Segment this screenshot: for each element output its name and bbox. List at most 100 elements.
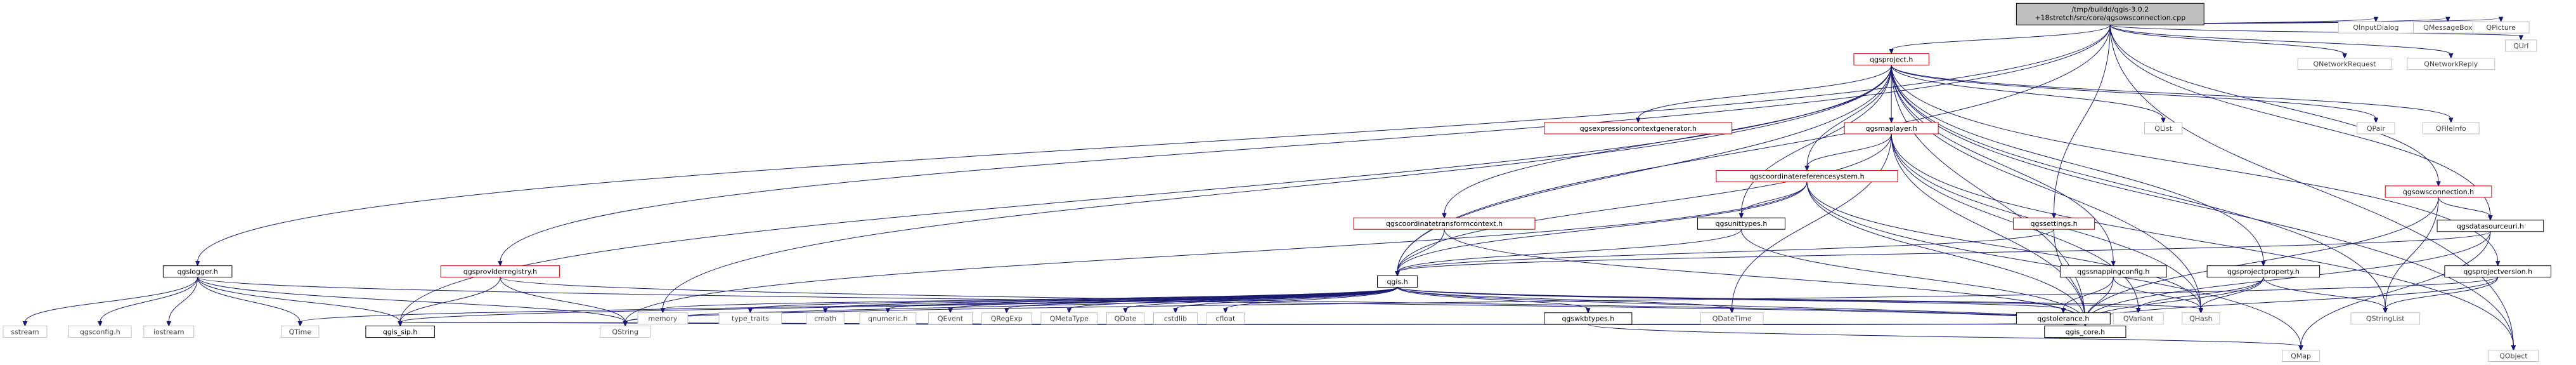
node-qgis-sip[interactable]: qgis_sip.h xyxy=(365,326,435,338)
node-QPair: QPair xyxy=(2357,122,2395,135)
node-qgsprojectversion[interactable]: qgsprojectversion.h xyxy=(2444,265,2552,278)
edge-qgsowsconnection-to-QStringList xyxy=(2385,197,2439,309)
node-label: QNetworkReply xyxy=(2424,60,2478,69)
node-label: qgsprojectversion.h xyxy=(2463,268,2532,276)
node-QMetaType: QMetaType xyxy=(1040,312,1098,325)
node-box xyxy=(162,265,233,278)
edge-qgsproject-to-QList xyxy=(1891,65,2164,119)
node-label: QUrl xyxy=(2513,42,2528,50)
edge-arrowhead xyxy=(623,321,628,327)
edge-root-to-QUrl xyxy=(2109,24,2521,37)
edge-arrowhead xyxy=(22,321,28,327)
edge-qgsproject-to-qgis xyxy=(1397,65,1892,272)
node-qgsproject[interactable]: qgsproject.h xyxy=(1853,53,1929,65)
edge-qgslogger-to-sstream xyxy=(24,277,198,322)
node-qgscoordinatetransformcontext[interactable]: qgscoordinatetransformcontext.h xyxy=(1353,217,1536,230)
node-box xyxy=(1697,217,1786,230)
node-box xyxy=(2044,326,2126,338)
edge-qgsproject-to-qgscoordinatetransformcontext xyxy=(1444,65,1892,215)
node-qgsexpressioncontextgenerator[interactable]: qgsexpressioncontextgenerator.h xyxy=(1544,122,1733,135)
node-box xyxy=(1153,312,1198,325)
node-box xyxy=(1544,312,1633,325)
root-file-label-2: +18stretch/src/core/qgsowsconnection.cpp xyxy=(2035,13,2185,22)
node-qgstolerance[interactable]: qgstolerance.h xyxy=(2016,312,2111,325)
node-box xyxy=(281,326,320,338)
edge-arrowhead xyxy=(1395,270,1400,277)
edge-arrowhead xyxy=(2342,53,2347,59)
node-qgslogger[interactable]: qgslogger.h xyxy=(162,265,233,278)
edge-qgsprojectversion-to-QStringList xyxy=(2385,277,2499,309)
edge-root-to-QNetworkReply xyxy=(2109,24,2452,55)
edge-arrowhead xyxy=(2449,117,2454,124)
edge-arrowhead xyxy=(2373,117,2379,124)
edge-root-to-QObject xyxy=(2109,25,2514,347)
edge-arrowhead xyxy=(2261,261,2266,267)
node-qgsproviderregistry[interactable]: qgsproviderregistry.h xyxy=(440,265,560,278)
node-label: QTime xyxy=(289,328,312,336)
node-QEvent: QEvent xyxy=(928,312,973,325)
node-iostream: iostream xyxy=(143,326,195,338)
node-label: QDateTime xyxy=(1712,315,1752,323)
edge-qgsprojectproperty-to-QHash xyxy=(2200,277,2264,309)
edge-qgscoordinatereferencesystem-to-QMap xyxy=(1806,182,2301,347)
edge-arrowhead xyxy=(1738,213,1744,219)
edge-arrowhead xyxy=(1889,48,1894,55)
node-box xyxy=(1700,312,1764,325)
edge-qgslogger-to-qgis_sip xyxy=(197,277,401,322)
edge-qgscoordinatereferencesystem-to-qgis xyxy=(1397,182,1808,272)
edge-qgssnappingconfig-to-QHash xyxy=(2113,277,2201,309)
node-QPicture: QPicture xyxy=(2472,21,2530,34)
node-sstream: sstream xyxy=(3,326,48,338)
node-qgsprojectproperty[interactable]: qgsprojectproperty.h xyxy=(2206,265,2320,278)
edge-qgsproviderregistry-to-qgis_sip xyxy=(399,277,501,322)
node-QUrl: QUrl xyxy=(2505,39,2537,52)
node-qgsowsconnection[interactable]: qgsowsconnection.h xyxy=(2385,185,2492,198)
edge-arrowhead xyxy=(1804,165,1809,171)
node-qgswkbtypes[interactable]: qgswkbtypes.h xyxy=(1544,312,1633,325)
node-qgsmaplayer[interactable]: qgsmaplayer.h xyxy=(1844,122,1939,135)
node-box xyxy=(2113,312,2164,325)
edge-qgscoordinatereferencesystem-to-qgsunittypes xyxy=(1740,182,1808,215)
node-label: qgsdatasourceuri.h xyxy=(2457,222,2524,230)
node-qgis-core[interactable]: qgis_core.h xyxy=(2044,326,2126,338)
node-QStringList: QStringList xyxy=(2350,312,2420,325)
node-qgscoordinatereferencesystem[interactable]: qgscoordinatereferencesystem.h xyxy=(1716,169,1898,182)
node-box xyxy=(600,326,651,338)
edge-qgis-to-qgis_sip xyxy=(399,287,1398,322)
node-label: qgsconfig.h xyxy=(80,328,120,336)
node-memory: memory xyxy=(637,312,689,325)
edge-arrowhead xyxy=(2298,345,2303,351)
node-QMessageBox: QMessageBox xyxy=(2413,21,2483,34)
edge-qgsproject-to-qgssnappingconfig xyxy=(1891,65,2114,262)
node-qgssnappingconfig[interactable]: qgssnappingconfig.h xyxy=(2059,265,2167,278)
node-qgsunittypes[interactable]: qgsunittypes.h xyxy=(1697,217,1786,230)
node-label: qgsprojectproperty.h xyxy=(2227,268,2300,276)
node-qgssettings[interactable]: qgssettings.h xyxy=(2012,217,2095,230)
node-box xyxy=(2357,122,2395,135)
node-box xyxy=(440,265,560,278)
node-label: QList xyxy=(2154,124,2173,133)
node-label: qgsproject.h xyxy=(1870,55,1913,63)
node-box xyxy=(3,326,48,338)
node-label: memory xyxy=(648,315,677,323)
edge-arrowhead xyxy=(98,321,103,327)
node-QVariant: QVariant xyxy=(2113,312,2164,325)
edge-qgsmaplayer-to-qgis xyxy=(1397,133,1892,272)
node-label: cfloat xyxy=(1216,315,1236,323)
edge-qgis-to-qgswkbtypes xyxy=(1397,287,1589,310)
node-cmath: cmath xyxy=(806,312,845,325)
edge-arrowhead xyxy=(166,321,172,327)
edge-qgsowsconnection-to-qgis_core xyxy=(2085,197,2439,322)
node-qgis[interactable]: qgis.h xyxy=(1377,275,1418,288)
node-label: qgslogger.h xyxy=(178,268,218,276)
node-label: qgssnappingconfig.h xyxy=(2077,268,2149,276)
node-label: qgstolerance.h xyxy=(2037,315,2089,323)
node-box xyxy=(2182,312,2220,325)
node-cfloat: cfloat xyxy=(1206,312,1245,325)
node-qgsdatasourceuri[interactable]: qgsdatasourceuri.h xyxy=(2437,220,2544,232)
node-box xyxy=(2422,122,2480,135)
node-root[interactable]: /tmp/buildd/qgis-3.0.2+18stretch/src/cor… xyxy=(2016,3,2204,25)
node-cstdlib: cstdlib xyxy=(1153,312,1198,325)
edge-arrowhead xyxy=(1123,308,1128,314)
edge-qgscoordinatereferencesystem-to-QHash xyxy=(1806,182,2201,309)
